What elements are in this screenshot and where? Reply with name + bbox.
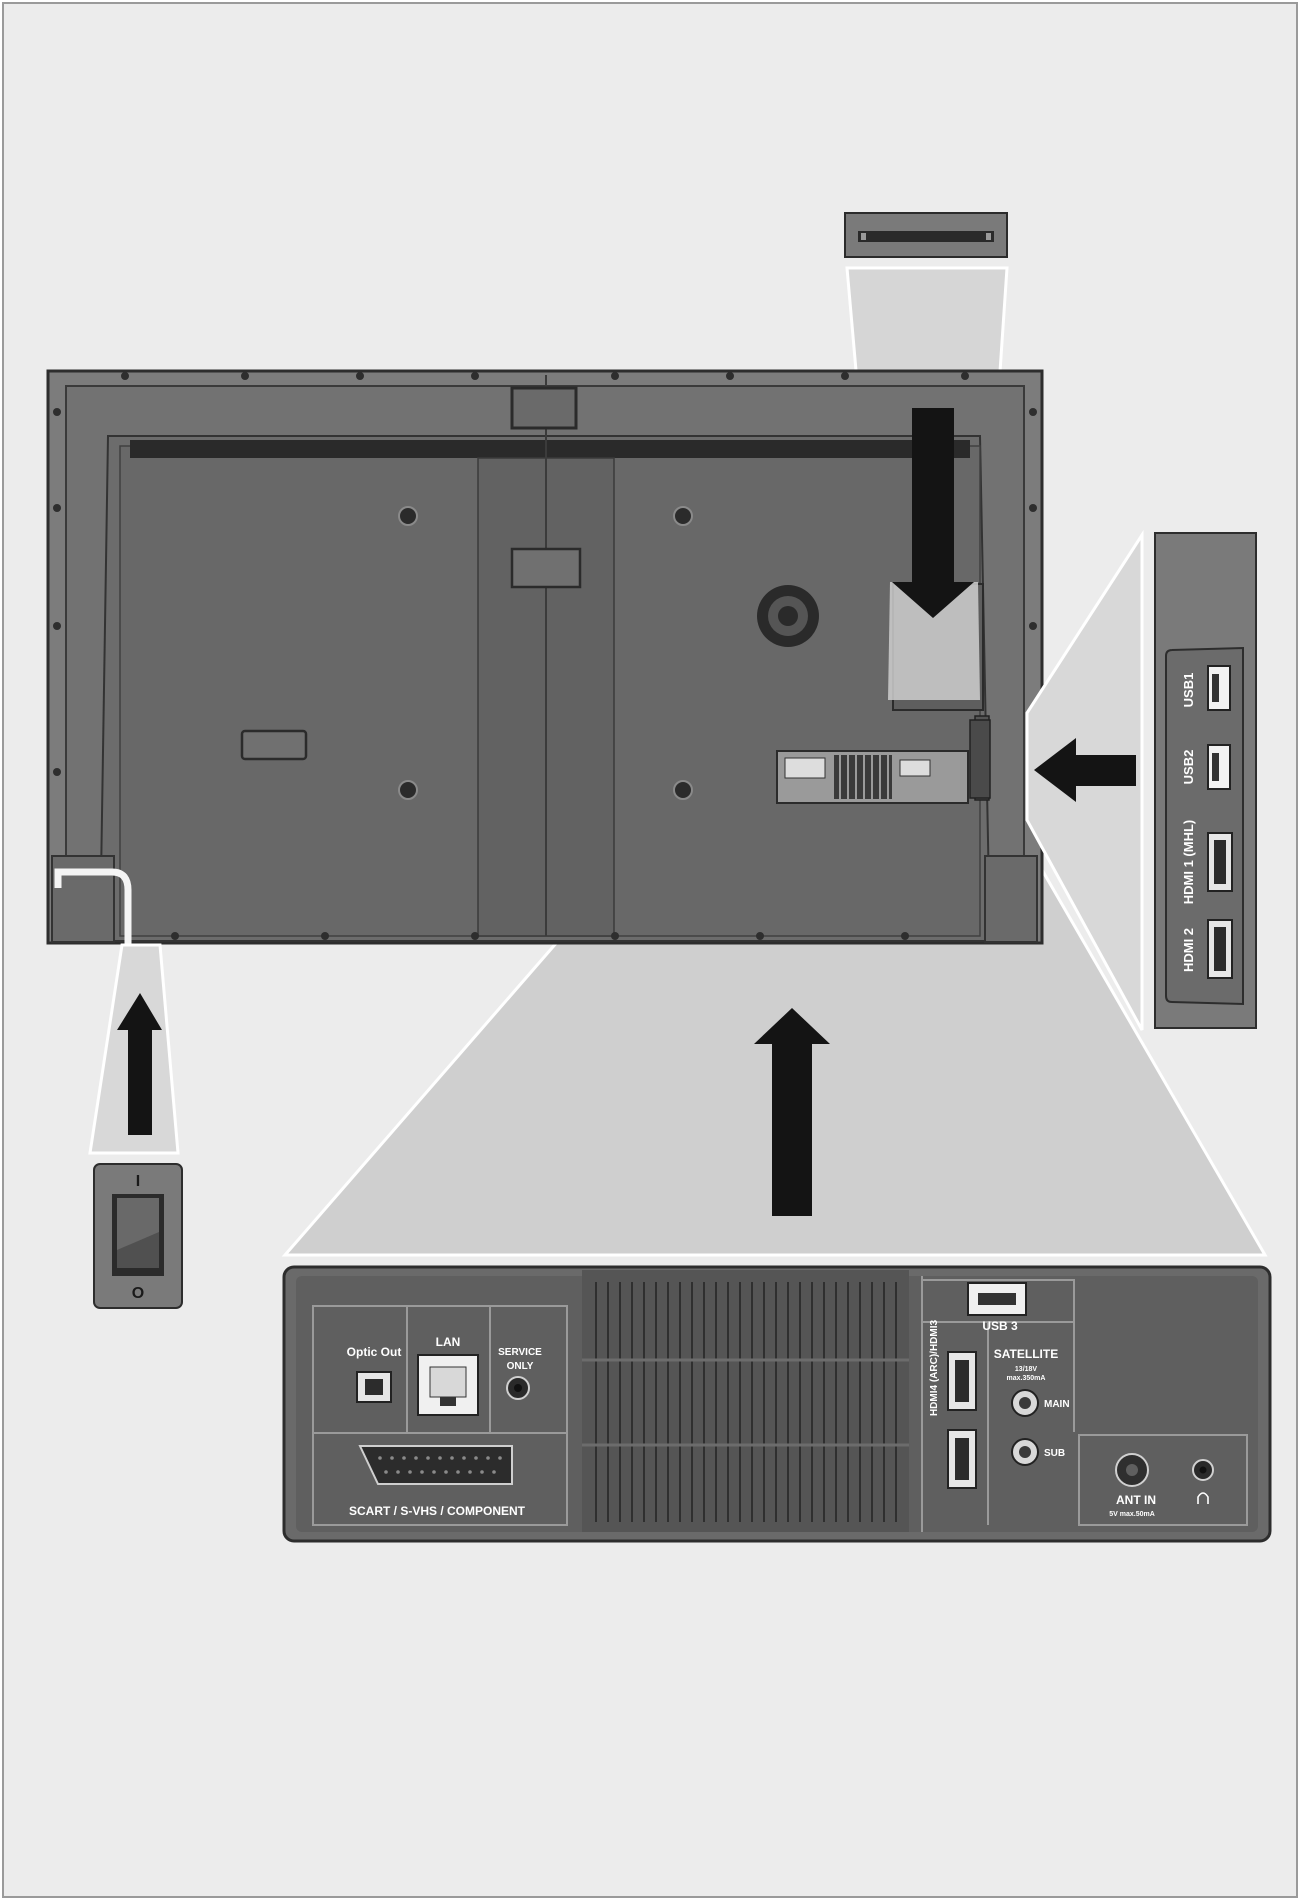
usb3-label: USB 3 bbox=[982, 1319, 1018, 1333]
sat-main-label: MAIN bbox=[1044, 1399, 1070, 1410]
usb2-label: USB2 bbox=[1181, 750, 1196, 785]
hdmi2-label: HDMI 2 bbox=[1181, 928, 1196, 972]
arrow-down-icon bbox=[892, 408, 974, 618]
optic-out-port bbox=[356, 1371, 392, 1403]
service-label-1: SERVICE bbox=[498, 1347, 542, 1358]
common-interface-slot bbox=[844, 212, 1008, 258]
scart-label: SCART / S-VHS / COMPONENT bbox=[349, 1504, 526, 1518]
ant-in-spec: 5V max.50mA bbox=[1109, 1511, 1155, 1518]
scart-port bbox=[358, 1445, 513, 1485]
satellite-spec-2: max.350mA bbox=[1007, 1375, 1046, 1382]
satellite-label: SATELLITE bbox=[994, 1347, 1058, 1361]
headphone-icon bbox=[1197, 1492, 1209, 1504]
side-connection-panel: USB1 USB2 HDMI 1 (MHL) HDMI 2 bbox=[1154, 532, 1257, 1029]
power-on-mark: I bbox=[136, 1173, 140, 1190]
lan-label: LAN bbox=[436, 1335, 461, 1349]
optic-out-label: Optic Out bbox=[347, 1345, 402, 1359]
power-off-mark: O bbox=[132, 1285, 144, 1302]
vent-grille bbox=[582, 1270, 909, 1532]
arrow-up-icon bbox=[754, 1008, 830, 1216]
hdmi-vertical-label: HDMI4 (ARC)/HDMI3 bbox=[929, 1320, 940, 1417]
sat-sub-label: SUB bbox=[1044, 1448, 1065, 1459]
usb1-label: USB1 bbox=[1181, 673, 1196, 708]
hdmi1-label: HDMI 1 (MHL) bbox=[1181, 820, 1196, 905]
service-label-2: ONLY bbox=[507, 1361, 534, 1372]
power-switch: I O bbox=[93, 1163, 183, 1309]
arrow-up-icon bbox=[117, 993, 162, 1135]
satellite-spec-1: 13/18V bbox=[1015, 1366, 1038, 1373]
callout-beam-top-inner bbox=[888, 582, 980, 700]
bottom-connection-panel: Optic Out LAN SERVICE ONLY SCART / S-VHS… bbox=[282, 1265, 1272, 1543]
ant-in-label: ANT IN bbox=[1116, 1493, 1156, 1507]
vent-grille-lines bbox=[595, 1282, 897, 1522]
arrow-left-icon bbox=[1034, 738, 1136, 802]
tv-back bbox=[46, 369, 1044, 945]
